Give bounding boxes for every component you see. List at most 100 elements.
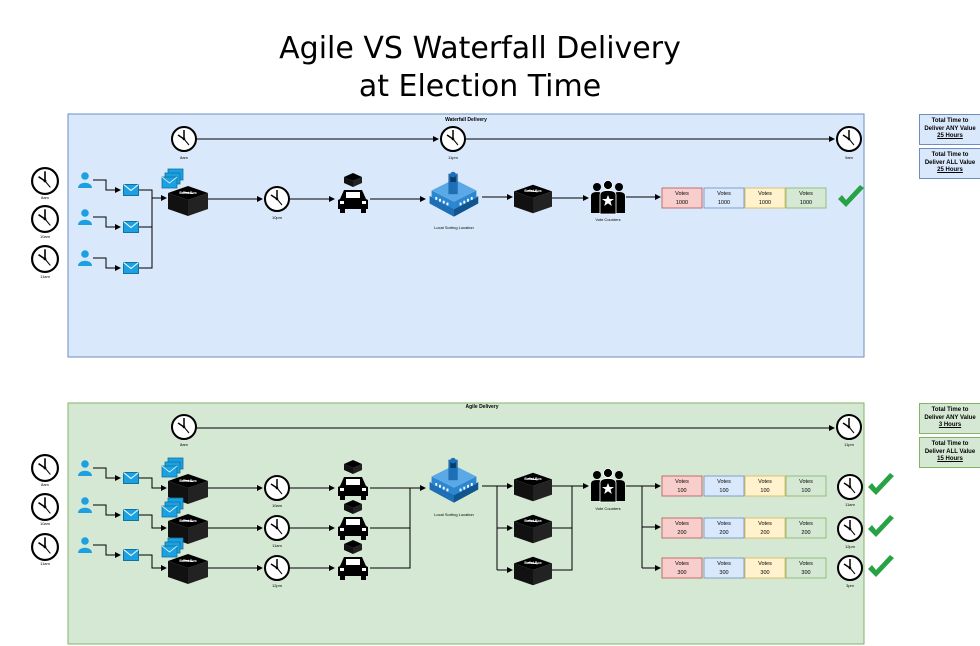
vote-label: Votes <box>758 561 772 567</box>
vote-value: 300 <box>760 570 769 576</box>
clock-label: 8am <box>41 482 49 487</box>
vote-box <box>744 557 786 579</box>
clock-icon <box>264 186 290 212</box>
waterfall-vote-boxes: Votes 1000 Votes 1000 Votes 1000 Votes 1… <box>661 187 827 209</box>
checkmark-icon <box>868 555 894 577</box>
checkmark-icon <box>868 515 894 537</box>
title-line-2: at Election Time <box>358 69 602 104</box>
clock-label: 12pm <box>845 544 856 549</box>
vote-label: Votes <box>675 561 689 567</box>
vote-box <box>661 557 703 579</box>
clock-icon <box>31 532 59 562</box>
vote-box <box>785 475 827 497</box>
vote-label: Votes <box>717 561 731 567</box>
vote-box <box>744 475 786 497</box>
vote-value: 300 <box>801 570 810 576</box>
vote-value: 1000 <box>676 200 688 206</box>
vote-box <box>785 557 827 579</box>
summary-text: Total Time to Deliver ALL Value <box>924 152 976 166</box>
checkmark-icon <box>868 473 894 495</box>
vote-value: 1000 <box>718 200 730 206</box>
ballot-box-label: Ballot Box <box>179 519 196 523</box>
vote-value: 100 <box>719 488 728 494</box>
vote-value: 100 <box>677 488 686 494</box>
summary-value: 25 Hours <box>937 167 963 173</box>
clock-label: 10am <box>272 503 283 508</box>
ballot-box-label: Ballot Box <box>179 559 196 563</box>
vote-label: Votes <box>675 521 689 527</box>
vote-counters-icon <box>590 180 626 215</box>
summary-value: 15 Hours <box>937 456 963 462</box>
agile-lane-1: Ballot Box 10am <box>78 457 368 508</box>
envelope-icon <box>123 262 139 274</box>
clock-icon <box>264 555 290 581</box>
vote-counters-label: Vote Counters <box>595 217 620 222</box>
title-line-1: Agile VS Waterfall Delivery <box>279 31 681 66</box>
vote-label: Votes <box>675 191 689 197</box>
clock-icon <box>264 475 290 501</box>
clock-icon <box>837 516 863 542</box>
vote-box <box>785 517 827 539</box>
agile-vote-row-2: Votes 200 Votes 200 Votes 200 Votes 200 … <box>661 515 894 549</box>
clock-icon <box>31 493 59 522</box>
vote-label: Votes <box>758 521 772 527</box>
clock-icon <box>440 126 466 152</box>
vote-value: 1000 <box>759 200 771 206</box>
agile-all-value-box: Total Time to Deliver ALL Value 15 Hours <box>919 437 980 468</box>
clock-icon <box>836 126 862 152</box>
clock-label: 9am <box>845 155 853 160</box>
clock-icon <box>264 515 290 541</box>
page-title: Agile VS Waterfall Delivery at Election … <box>230 30 730 106</box>
clock-icon <box>31 454 59 482</box>
vote-label: Votes <box>799 521 813 527</box>
vote-label: Votes <box>799 561 813 567</box>
summary-text: Total Time to Deliver ANY Value <box>924 407 976 421</box>
sorting-location-label: Local Sorting Location <box>434 225 474 230</box>
clock-icon <box>31 204 59 234</box>
clock-label: 10pm <box>272 215 283 220</box>
vote-box <box>703 557 745 579</box>
agile-panel-title: Agile Delivery <box>465 404 498 410</box>
clock-label: 10am <box>40 521 51 526</box>
agile-lane-3: Ballot Box 12pm <box>78 537 368 588</box>
clock-label: 11am <box>272 543 282 548</box>
summary-value: 3 Hours <box>938 422 962 428</box>
ballot-box-label: Ballot Box <box>524 519 541 523</box>
envelope-icon <box>123 221 139 233</box>
clock-label: 11am <box>40 561 50 566</box>
vote-box <box>703 187 745 209</box>
clock-label: 8am <box>41 195 49 200</box>
clock-label: 3pm <box>846 583 854 588</box>
vote-label: Votes <box>758 479 772 485</box>
ballot-box-label: Ballot Box <box>524 561 541 565</box>
vote-box <box>785 187 827 209</box>
clock-icon <box>837 474 863 500</box>
vote-value: 200 <box>760 530 769 536</box>
ballot-box-label: Ballot Box <box>524 477 541 481</box>
vote-value: 100 <box>801 488 810 494</box>
waterfall-panel <box>67 113 865 358</box>
clock-icon <box>31 166 59 196</box>
summary-text: Total Time to Deliver ALL Value <box>924 441 976 455</box>
clock-icon <box>837 555 863 581</box>
waterfall-all-value-box: Total Time to Deliver ALL Value 25 Hours <box>919 148 980 179</box>
vote-value: 200 <box>801 530 810 536</box>
vote-label: Votes <box>799 479 813 485</box>
ballot-box-label: Ballot Box <box>179 479 196 483</box>
vote-label: Votes <box>717 191 731 197</box>
waterfall-panel-title: Waterfall Delivery <box>445 117 487 123</box>
vote-label: Votes <box>717 521 731 527</box>
clock-icon <box>171 414 197 440</box>
agile-vote-row-1: Votes 100 Votes 100 Votes 100 Votes 100 … <box>661 473 894 507</box>
vote-label: Votes <box>799 191 813 197</box>
vote-box <box>744 517 786 539</box>
vote-counters-icon <box>590 468 626 503</box>
vote-box <box>703 517 745 539</box>
ballot-box-label: Ballot Box <box>179 191 196 195</box>
vote-box <box>661 475 703 497</box>
ballot-box-label: Ballot Box <box>524 189 541 193</box>
clock-label: 11pm <box>844 442 854 447</box>
clock-label: 11am <box>40 274 50 279</box>
clock-icon <box>836 414 862 440</box>
